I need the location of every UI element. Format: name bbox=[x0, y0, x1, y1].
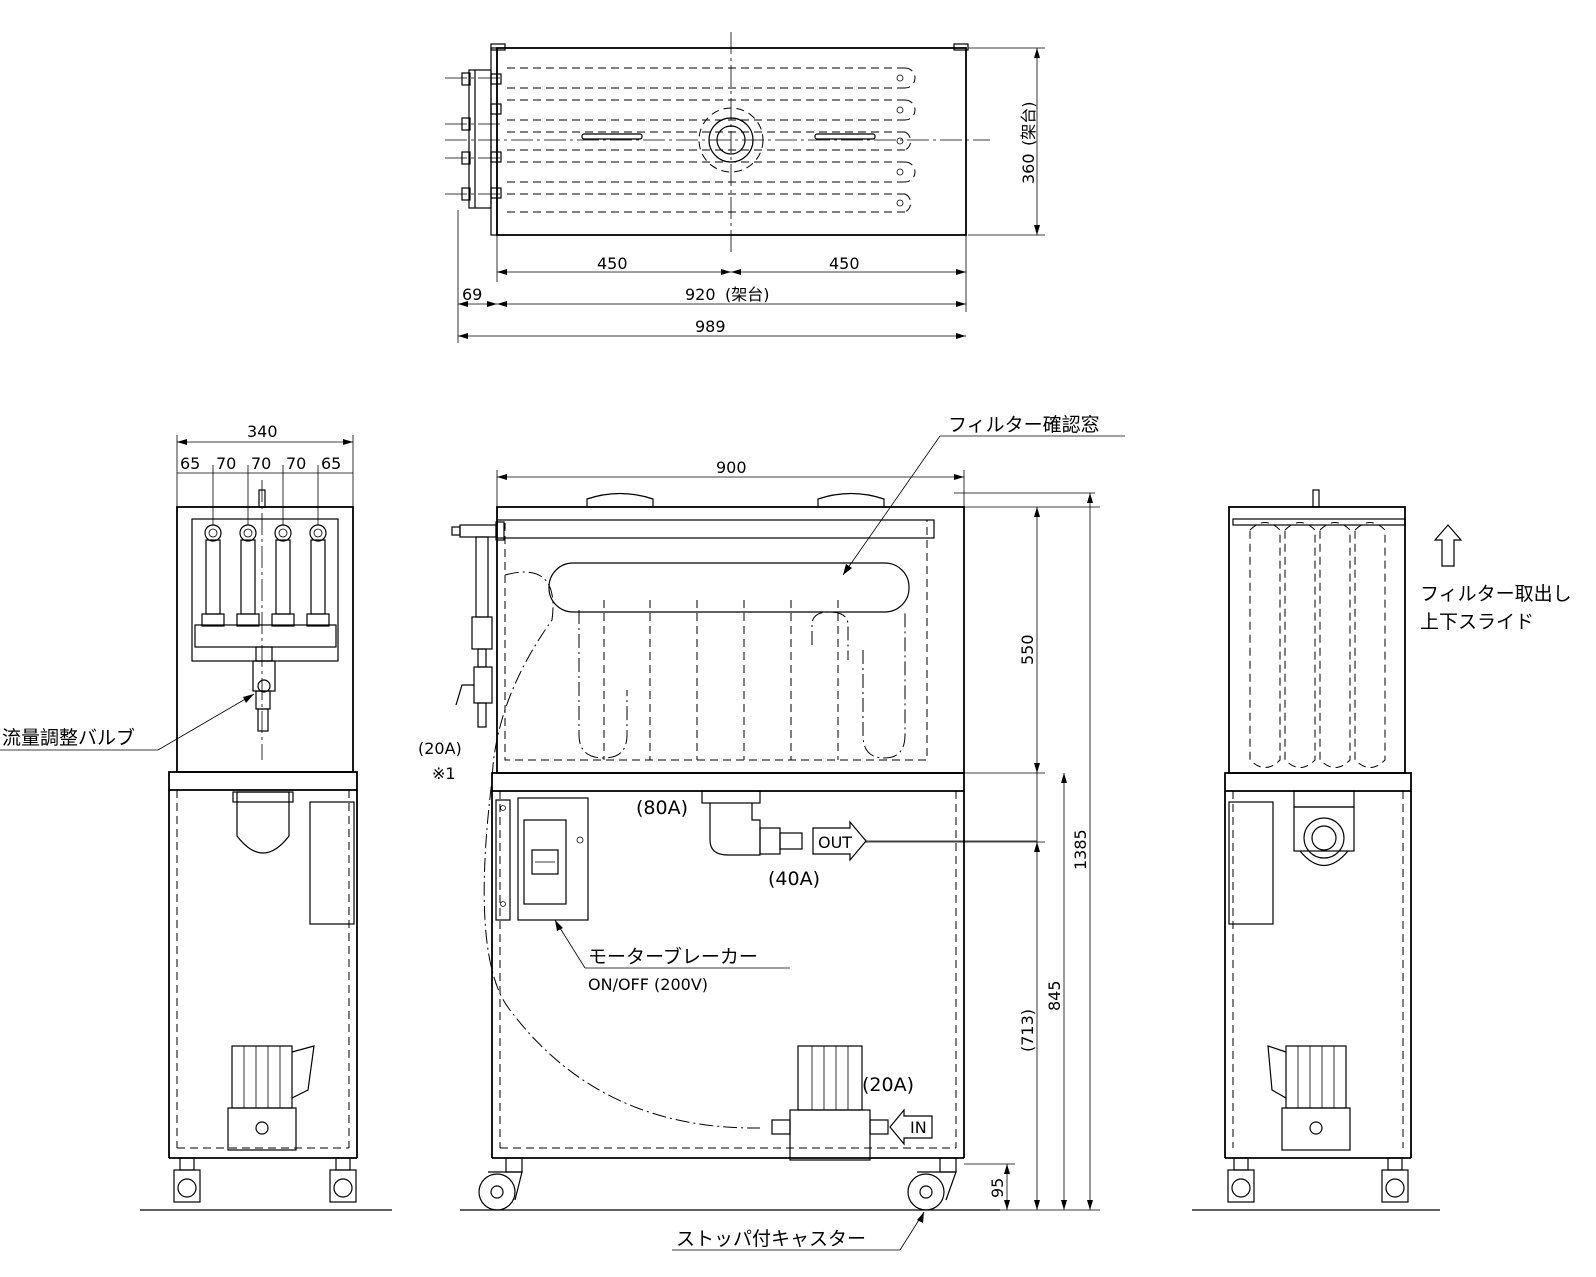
dim-1385: 1385 bbox=[1071, 829, 1090, 870]
dim-989: 989 bbox=[695, 317, 726, 336]
front-view-tank bbox=[496, 506, 965, 774]
right-view-filter-loops bbox=[1249, 522, 1386, 768]
front-view: 550 1385 845 (713) 95 900 フィルター確認窓 bbox=[418, 414, 1125, 1251]
side-view-drain bbox=[236, 791, 290, 854]
out-label: OUT bbox=[818, 833, 852, 852]
right-view-casters bbox=[1227, 1157, 1409, 1203]
front-view-left-piping bbox=[451, 521, 505, 728]
right-view-outlet bbox=[1293, 790, 1355, 866]
side-view-tank bbox=[176, 506, 354, 773]
tank-handle-left bbox=[586, 492, 654, 507]
side-view-casters bbox=[173, 1157, 357, 1203]
side-view-pump bbox=[227, 1045, 315, 1151]
motor-breaker bbox=[517, 797, 589, 921]
side-view-stand-top bbox=[168, 771, 358, 791]
dim-95: 95 bbox=[988, 1178, 1007, 1198]
filter-window bbox=[548, 562, 910, 613]
dim-69: 69 bbox=[462, 285, 482, 304]
side-view-filter-tubes bbox=[201, 524, 330, 627]
dim-920: 920 bbox=[685, 285, 716, 304]
caster-label: ストッパ付キャスター bbox=[676, 1228, 866, 1250]
filter-window-label: フィルター確認窓 bbox=[948, 414, 1100, 436]
dim-900: 900 bbox=[716, 458, 747, 477]
dim-340: 340 bbox=[247, 422, 278, 441]
side-view-manifold bbox=[194, 624, 337, 648]
pipe-40a: (40A) bbox=[768, 868, 820, 890]
dim-450-left: 450 bbox=[597, 254, 628, 273]
flow-control-valve bbox=[252, 646, 276, 732]
side-view: 340 65 70 70 70 65 bbox=[0, 422, 392, 1211]
right-view-breaker bbox=[1228, 801, 1274, 925]
pipe-20a-top: (20A) bbox=[418, 739, 462, 758]
dim-70-third: 70 bbox=[286, 454, 306, 473]
dim-845: 845 bbox=[1045, 980, 1064, 1011]
in-label: IN bbox=[910, 1118, 927, 1137]
breaker-spec: ON/OFF (200V) bbox=[588, 975, 708, 994]
front-view-stand-top bbox=[491, 772, 965, 792]
front-view-pump bbox=[771, 1045, 933, 1161]
front-view-outlet bbox=[701, 790, 867, 862]
slide-up-arrow bbox=[1433, 524, 1463, 567]
front-view-flow-paths bbox=[483, 571, 906, 1129]
top-view-manifold bbox=[461, 69, 502, 209]
filter-note-2: 上下スライド bbox=[1420, 611, 1534, 633]
note-1: ※1 bbox=[432, 764, 456, 783]
dim-70-second: 70 bbox=[251, 454, 271, 473]
pipe-20a-pump: (20A) bbox=[862, 1074, 914, 1096]
filter-note-1: フィルター取出し bbox=[1420, 583, 1572, 605]
right-view-pump bbox=[1267, 1045, 1351, 1151]
dim-70-first: 70 bbox=[216, 454, 236, 473]
dim-550: 550 bbox=[1018, 634, 1037, 665]
right-view-tank bbox=[1228, 506, 1406, 774]
valve-label: 流量調整バルブ bbox=[2, 726, 135, 749]
dim-65-right: 65 bbox=[321, 454, 341, 473]
tank-handle-right bbox=[817, 492, 885, 507]
top-view: 360 (架台) 450 450 69 920 (架台) 989 bbox=[445, 32, 1045, 343]
dim-450-right: 450 bbox=[829, 254, 860, 273]
dim-360-note: (架台) bbox=[1019, 102, 1038, 147]
dim-360: 360 bbox=[1019, 153, 1038, 184]
side-view-breaker bbox=[309, 801, 355, 925]
dim-65-left: 65 bbox=[180, 454, 200, 473]
breaker-label: モーターブレーカー bbox=[588, 945, 758, 968]
dim-920-note: (架台) bbox=[725, 285, 770, 304]
top-view-filter-tubes bbox=[507, 67, 916, 213]
top-view-frame bbox=[496, 47, 967, 236]
front-view-casters bbox=[478, 1157, 957, 1211]
right-view: フィルター取出し 上下スライド bbox=[1192, 489, 1572, 1211]
dim-713: (713) bbox=[1018, 1009, 1037, 1052]
pipe-80a: (80A) bbox=[636, 797, 688, 819]
